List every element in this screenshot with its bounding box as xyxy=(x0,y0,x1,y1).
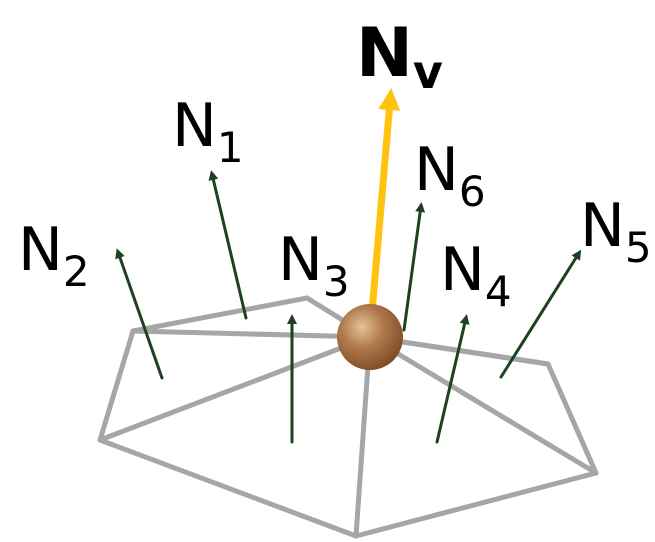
mesh-edge xyxy=(545,361,599,476)
label-n4-sub: 4 xyxy=(485,267,512,316)
label-n3: N3 xyxy=(278,225,350,306)
label-n1: N1 xyxy=(172,91,244,172)
label-nv: Nv xyxy=(356,14,443,99)
mesh-edge xyxy=(367,334,599,476)
face-normal-6-arrow xyxy=(402,202,426,332)
label-n3-base: N xyxy=(278,225,323,295)
mesh-edge xyxy=(97,328,136,443)
vertex-normal-arrow xyxy=(368,88,401,316)
label-n5: N5 xyxy=(580,191,652,272)
label-n2-base: N xyxy=(18,215,63,285)
label-n4-base: N xyxy=(440,235,485,305)
label-nv-sub: v xyxy=(413,45,443,99)
label-n6-base: N xyxy=(414,135,459,205)
label-n2-sub: 2 xyxy=(63,247,90,296)
face-normal-5-arrow xyxy=(499,249,582,379)
face-normal-2-arrow xyxy=(115,248,164,380)
label-n4: N4 xyxy=(440,235,512,316)
label-n1-sub: 1 xyxy=(217,123,244,172)
mesh-edge xyxy=(353,470,599,539)
label-n6-sub: 6 xyxy=(459,167,486,216)
label-n6: N6 xyxy=(414,135,486,216)
mesh-edge xyxy=(353,334,373,539)
label-n5-sub: 5 xyxy=(625,223,652,272)
label-nv-base: N xyxy=(356,14,413,93)
mesh-edge xyxy=(130,295,310,334)
vertex-sphere xyxy=(337,304,403,370)
mesh-edge xyxy=(97,334,373,443)
label-n2: N2 xyxy=(18,215,90,296)
mesh-edge xyxy=(97,437,359,539)
label-n3-sub: 3 xyxy=(323,257,350,306)
face-normals xyxy=(115,170,582,444)
label-n1-base: N xyxy=(172,91,217,161)
face-normal-4-arrow xyxy=(435,314,470,444)
mesh-edge xyxy=(130,328,373,340)
face-normal-1-arrow xyxy=(208,170,248,320)
label-n5-base: N xyxy=(580,191,625,261)
